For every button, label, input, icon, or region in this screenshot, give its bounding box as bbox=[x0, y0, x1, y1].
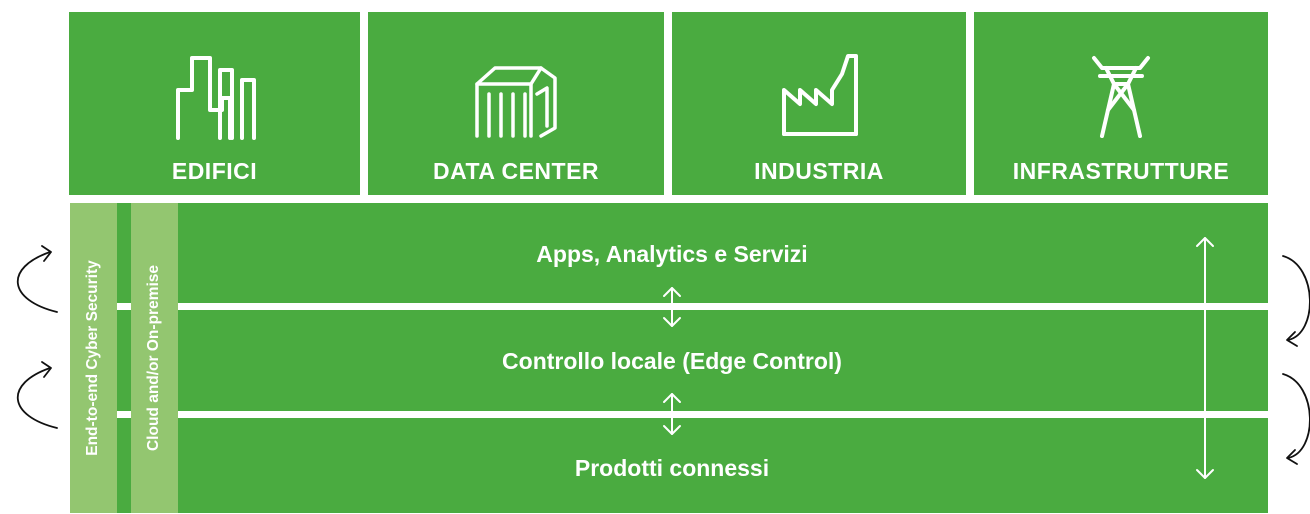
cyber-security-strip: End-to-end Cyber Security bbox=[70, 203, 117, 513]
left-cycle-arrow-icon bbox=[16, 245, 58, 313]
data-center-icon bbox=[475, 66, 557, 138]
power-pylon-icon bbox=[1092, 56, 1150, 138]
sector-tile-industria: INDUSTRIA bbox=[672, 12, 966, 195]
right-cycle-arrow-icon bbox=[1282, 255, 1310, 347]
layer-band-edge-control bbox=[70, 310, 1268, 411]
sector-tile-edifici: EDIFICI bbox=[69, 12, 360, 195]
layer-band-apps bbox=[70, 203, 1268, 303]
vertical-double-arrow-icon bbox=[1196, 237, 1214, 479]
sector-tile-data-center: DATA CENTER bbox=[368, 12, 664, 195]
right-cycle-arrow-icon bbox=[1282, 373, 1310, 465]
double-arrow-icon bbox=[663, 287, 681, 327]
sector-label: INFRASTRUTTURE bbox=[1012, 158, 1230, 184]
sector-label: DATA CENTER bbox=[432, 158, 600, 184]
sector-label: EDIFICI bbox=[171, 158, 258, 184]
layer-label: Controllo locale (Edge Control) bbox=[502, 348, 842, 374]
factory-icon bbox=[782, 54, 858, 136]
layer-label: Apps, Analytics e Servizi bbox=[536, 241, 808, 267]
layer-label: Prodotti connessi bbox=[574, 455, 770, 481]
left-cycle-arrow-icon bbox=[16, 361, 58, 429]
buildings-icon bbox=[175, 56, 256, 140]
sector-label: INDUSTRIA bbox=[754, 158, 884, 184]
cloud-strip: Cloud and/or On-premise bbox=[131, 203, 178, 513]
double-arrow-icon bbox=[663, 393, 681, 435]
sector-tile-infrastrutture: INFRASTRUTTURE bbox=[974, 12, 1268, 195]
layer-band-products bbox=[70, 418, 1268, 513]
